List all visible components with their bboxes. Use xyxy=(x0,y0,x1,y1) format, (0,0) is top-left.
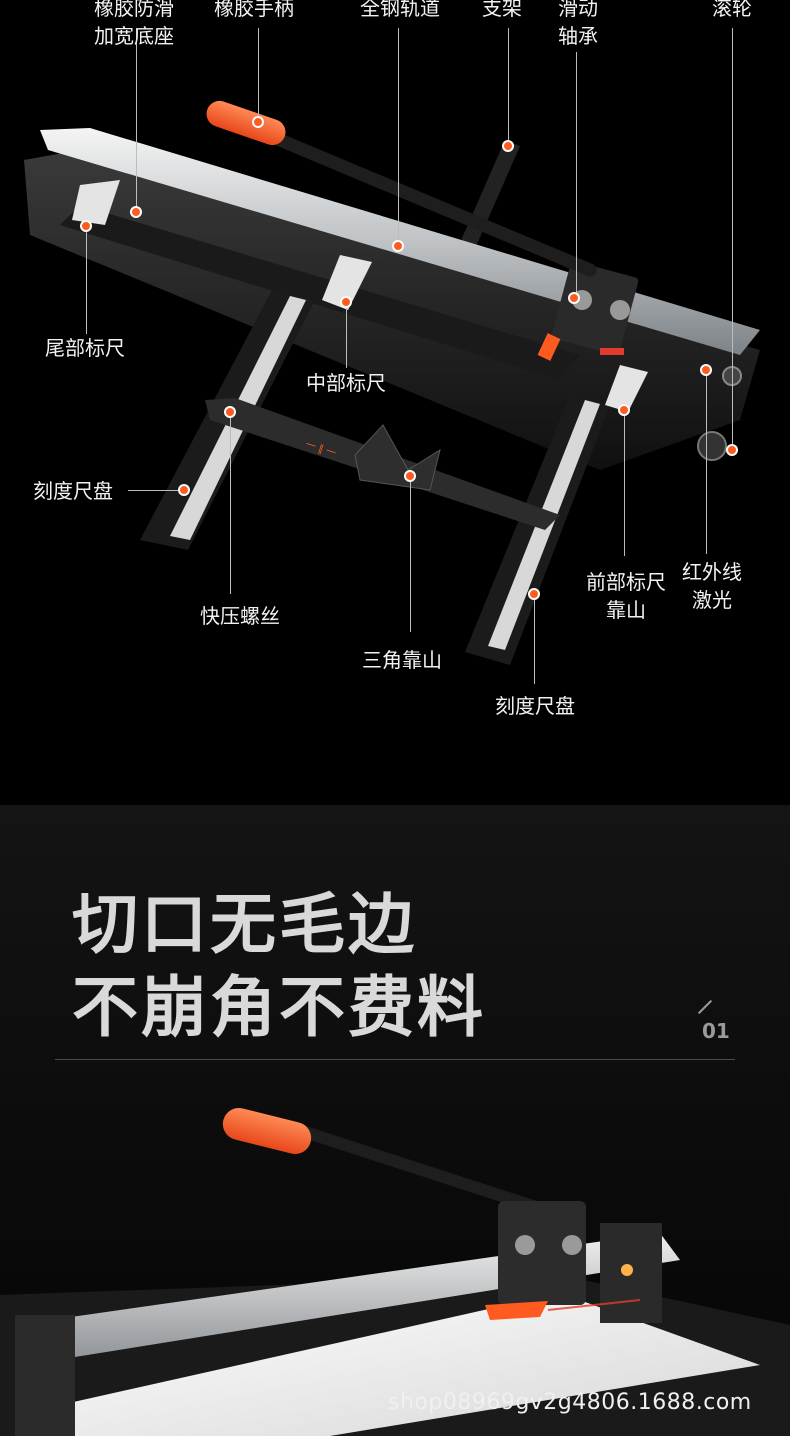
label-steel-rail: 全钢轨道 xyxy=(360,0,440,20)
label-line: 轴承 xyxy=(558,24,598,48)
handle-bar xyxy=(273,133,597,277)
label-rubber-handle: 橡胶手柄 xyxy=(214,0,294,20)
tile xyxy=(60,1293,760,1436)
headline-line-1: 切口无毛边 xyxy=(72,886,417,963)
support-arm xyxy=(455,140,520,260)
callout-dot xyxy=(700,364,712,376)
triangle-stop xyxy=(354,424,441,491)
label-line: 激光 xyxy=(692,588,732,612)
label-roller: 滚轮 xyxy=(712,0,752,20)
callout-dot xyxy=(502,140,514,152)
cutting-head xyxy=(551,261,639,355)
label-middle-ruler: 中部标尺 xyxy=(306,371,386,395)
callout-dot xyxy=(130,206,142,218)
label-support: 支架 xyxy=(482,0,522,20)
callout-dot xyxy=(618,404,630,416)
label-line: 靠山 xyxy=(606,598,646,622)
callout-dot xyxy=(340,296,352,308)
callout-dot xyxy=(726,444,738,456)
callout-dot xyxy=(568,292,580,304)
label-line: 橡胶防滑 xyxy=(94,0,174,20)
label-front-ruler: 前部标尺 靠山 xyxy=(586,568,666,624)
label-tail-ruler: 尾部标尺 xyxy=(45,336,125,360)
label-scale-dial-left: 刻度尺盘 xyxy=(33,479,113,503)
label-quick-screw: 快压螺丝 xyxy=(200,604,280,628)
product-diagram-section: 一 ∥ 一 xyxy=(24,0,760,718)
callout-dot xyxy=(80,220,92,232)
callout-dot xyxy=(392,240,404,252)
divider xyxy=(55,1059,735,1060)
headline-line-2: 不崩角不费料 xyxy=(72,969,486,1046)
rubber-handle xyxy=(206,100,286,146)
callout-dot xyxy=(178,484,190,496)
label-line: 前部标尺 xyxy=(586,570,666,594)
label-rubber-base: 橡胶防滑 加宽底座 xyxy=(94,0,174,50)
tile-cutter-illustration: 一 ∥ 一 xyxy=(24,100,760,665)
callout-dot xyxy=(528,588,540,600)
callout-dot xyxy=(252,116,264,128)
callout-dot xyxy=(224,406,236,418)
callout-dot xyxy=(404,470,416,482)
section-number: 01 xyxy=(702,1019,730,1043)
watermark: shop08969gv2g4806.1688.com xyxy=(388,1390,752,1415)
label-triangle-stop: 三角靠山 xyxy=(362,648,442,672)
label-bearing: 滑动 轴承 xyxy=(558,0,598,50)
label-scale-dial-right: 刻度尺盘 xyxy=(495,694,575,718)
label-infrared-laser: 红外线 激光 xyxy=(682,558,742,614)
label-line: 红外线 xyxy=(682,560,742,584)
headline-section: 切口无毛边 不崩角不费料 01 xyxy=(0,805,790,1436)
label-line: 加宽底座 xyxy=(94,24,174,48)
cutter-photo xyxy=(0,1107,790,1436)
label-line: 滑动 xyxy=(558,0,598,20)
